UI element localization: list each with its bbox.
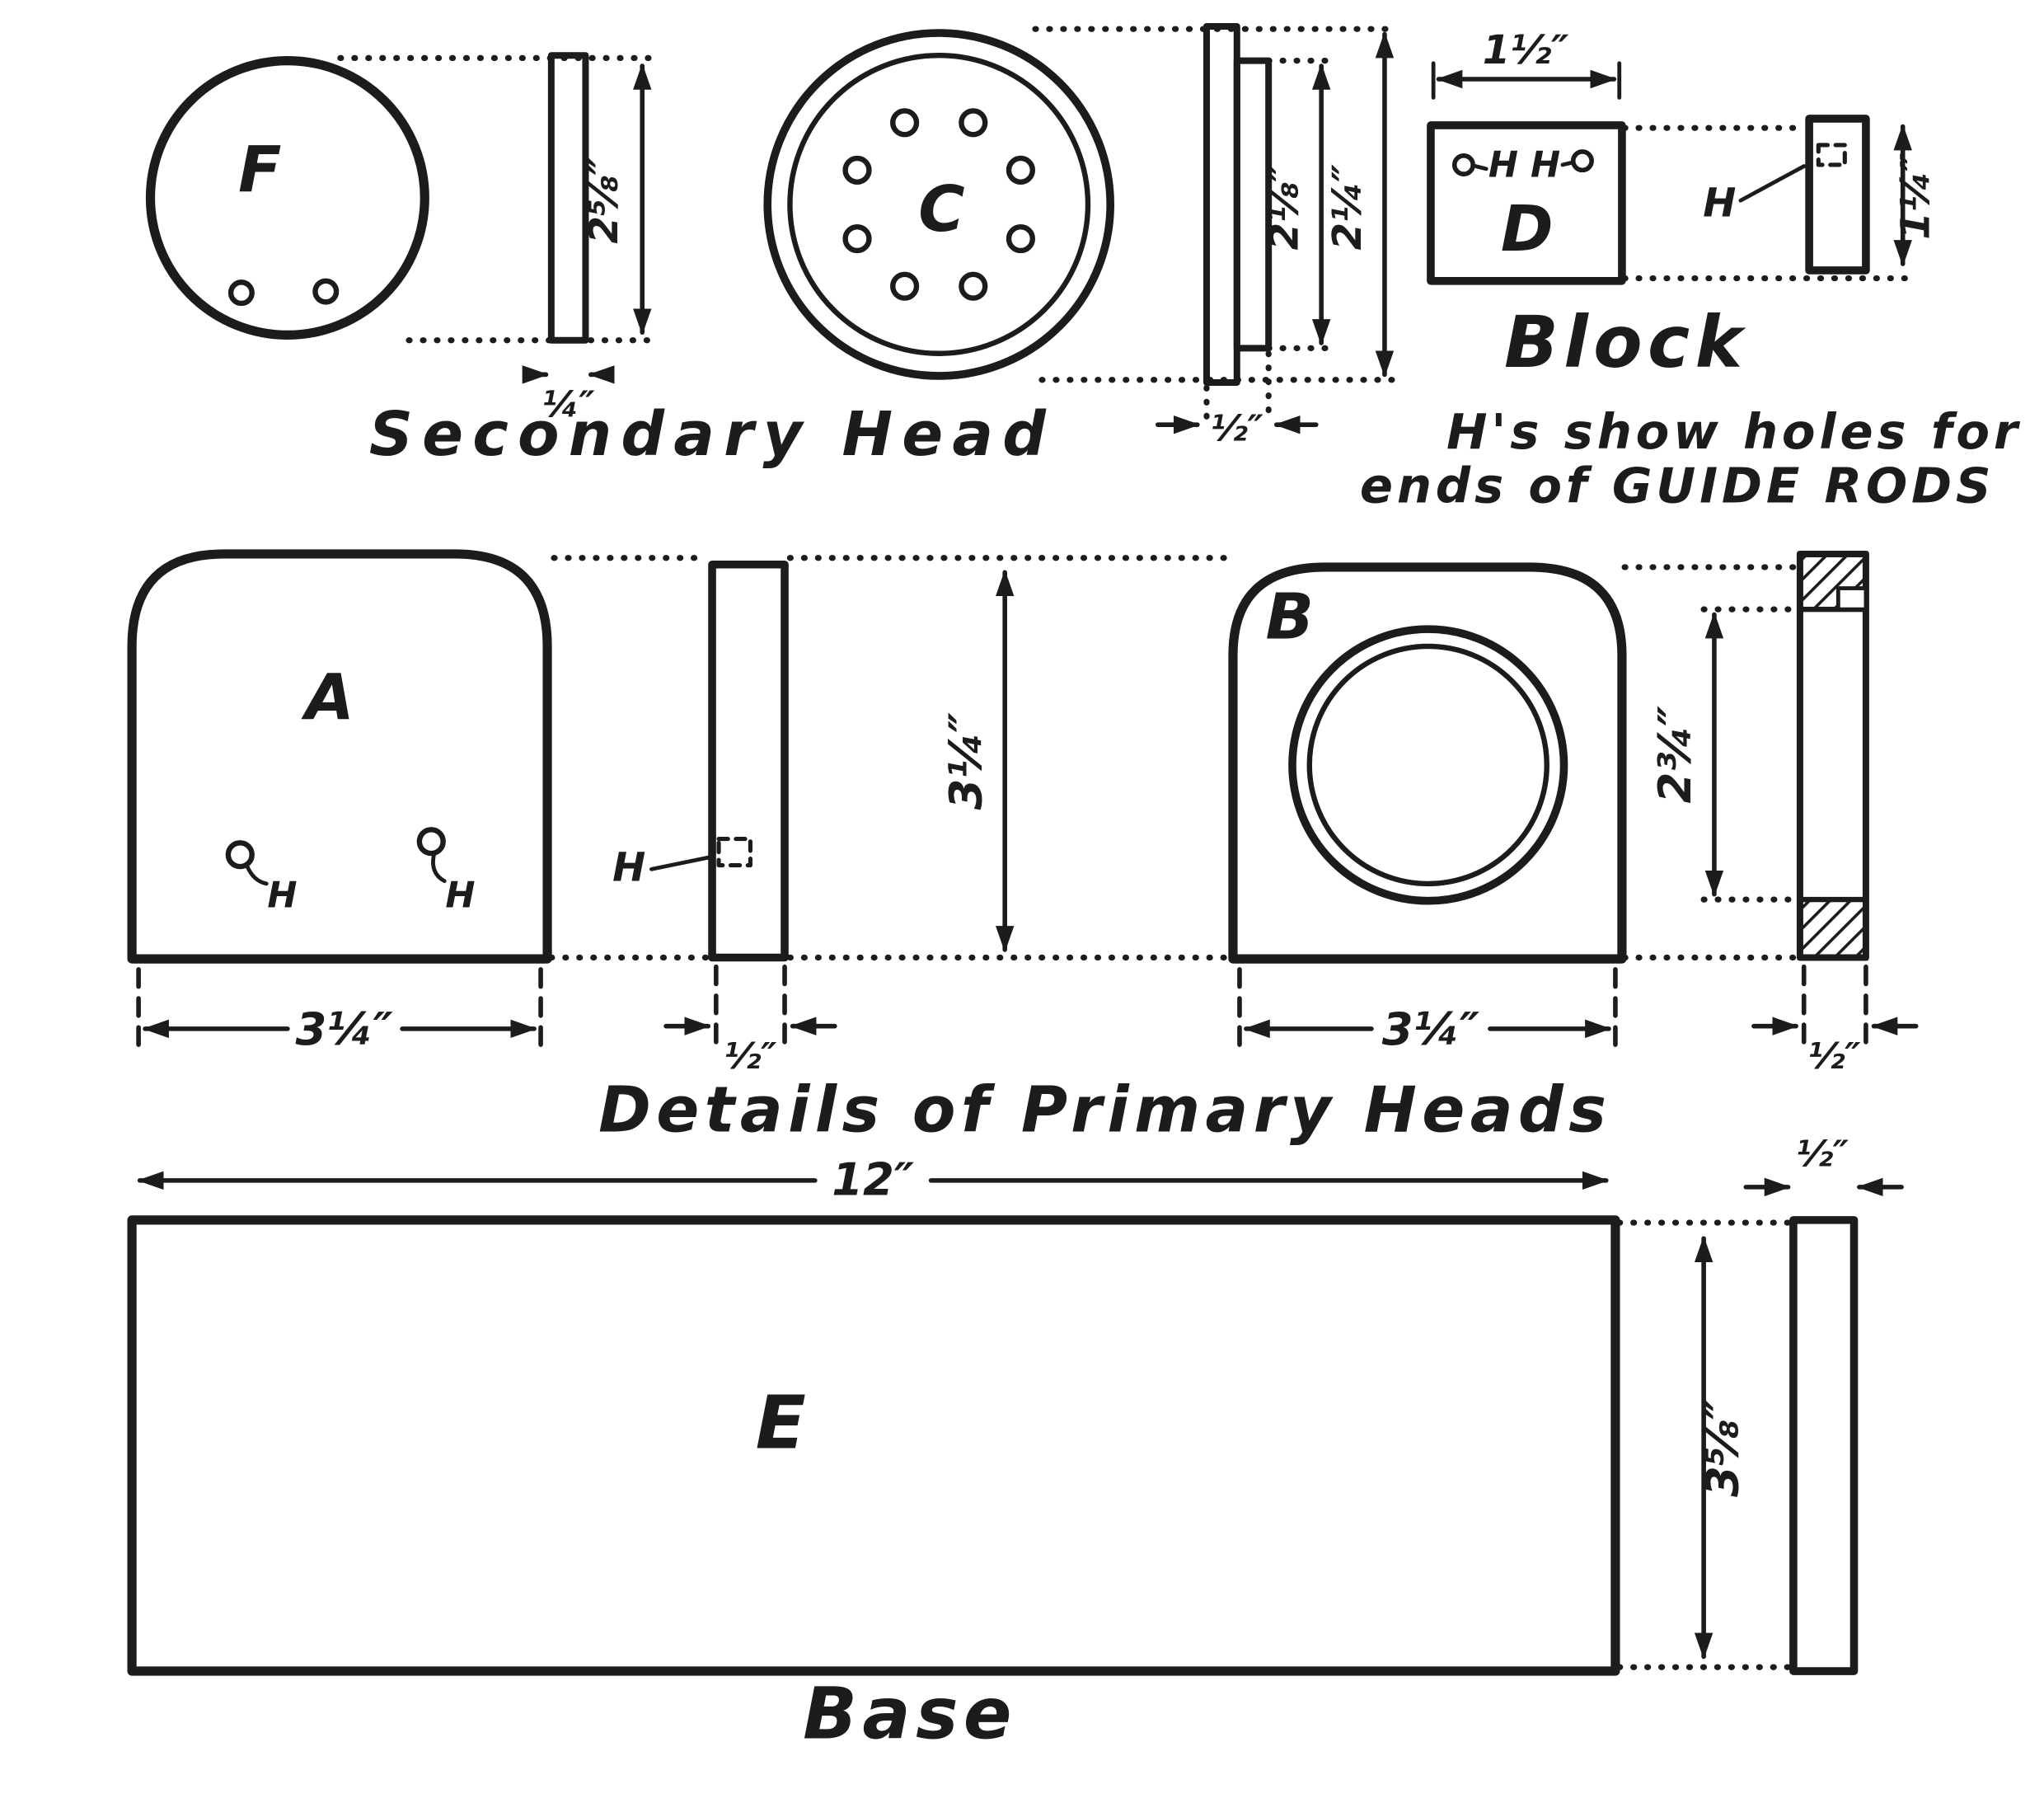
f-side-view: [547, 52, 589, 344]
dim-primary-head-height: 3¼″: [940, 712, 992, 810]
caption-base: Base: [803, 1674, 1017, 1756]
dim-b-width: 3¼″: [1382, 1003, 1479, 1055]
dim-b-side-thickness: ½″: [1808, 1036, 1862, 1078]
b-bore-outer: [1288, 625, 1568, 905]
dim-b-recess-height: 2¾″: [1649, 706, 1701, 803]
dim-a-side-thickness: ½″: [724, 1036, 777, 1078]
hole-label-h: H: [1531, 144, 1560, 185]
secondary-head-group: F 2⅝″ ¼″ Secondary Head: [145, 52, 1055, 470]
c-side-view-plate: [1202, 22, 1240, 386]
dim-d-side-height: 1¼″: [1893, 153, 1939, 240]
primary-head-a-group: A H H 3¼″ H ½″ 3¼″: [127, 549, 1231, 1078]
part-label-a: A: [301, 661, 354, 735]
d-side-hole-hidden: [1816, 143, 1847, 167]
caption-primary-heads: Details of Primary Heads: [598, 1074, 1611, 1148]
d-hole: [1451, 153, 1475, 176]
dim-c-step-height: 2⅛″: [1261, 163, 1307, 250]
c-hole: [842, 155, 872, 185]
part-label-d: D: [1501, 193, 1554, 266]
b-front-view: [1228, 562, 1627, 964]
d-front-view: [1427, 121, 1626, 285]
hole-label-h: H: [267, 876, 297, 917]
a-side-view: [708, 560, 789, 962]
part-label-f: F: [238, 134, 281, 207]
part-label-e: E: [756, 1381, 806, 1467]
c-front-view-outer: [763, 29, 1114, 380]
f-hole: [227, 279, 255, 307]
dim-c-side-thickness: ½″: [1211, 408, 1264, 449]
hole-label-h: H: [1703, 180, 1736, 226]
leader-line: [431, 852, 447, 884]
leader-line: [649, 855, 712, 871]
b-side-hatched-bottom: [1797, 896, 1869, 960]
dim-base-length: 12″: [832, 1153, 914, 1205]
e-side-view: [1789, 1216, 1859, 1675]
guide-rod-note-line1: H's show holes for: [1446, 403, 2022, 460]
block-group: 1½″ H H D H 1¼″ Block H's show holes for…: [1360, 27, 2022, 514]
f-front-view-disc: [145, 55, 429, 340]
c-front-view-inner: [787, 52, 1091, 356]
d-side-view: [1805, 115, 1870, 275]
c-side-view-boss: [1233, 57, 1273, 352]
c-hole: [959, 108, 988, 138]
a-hole: [225, 840, 255, 870]
d-hole: [1570, 149, 1594, 173]
hole-label-h: H: [445, 876, 475, 917]
c-head-group: C 2⅛″ 2¼″ ½″: [763, 22, 1399, 449]
leader-line: [1473, 164, 1488, 171]
c-hole: [842, 223, 872, 254]
base-group: 12″ E ½″ 3⅝″ Base: [127, 1134, 1904, 1756]
hole-label-h: H: [1488, 144, 1518, 185]
dim-base-side-thickness: ½″: [1796, 1134, 1849, 1175]
caption-secondary-head: Secondary Head: [369, 400, 1055, 470]
dim-c-overall-height: 2¼″: [1324, 163, 1371, 250]
part-label-b: B: [1266, 580, 1315, 654]
leader-line: [1738, 164, 1807, 203]
dim-f-side-thickness: ¼″: [542, 385, 596, 426]
f-hole: [312, 278, 340, 305]
dim-base-height: 3⅝″: [1697, 1399, 1749, 1496]
c-hole: [890, 108, 920, 138]
hole-label-h: H: [612, 845, 645, 891]
guide-rod-note-line2: ends of GUIDE RODS: [1360, 458, 1995, 514]
primary-head-b-group: B 3¼″ 2¾″ ½″ Details of Primary Heads: [598, 550, 1919, 1148]
c-hole: [1006, 155, 1035, 185]
c-hole: [959, 271, 988, 301]
c-hole: [890, 271, 920, 301]
caption-block: Block: [1504, 302, 1747, 384]
e-front-view: [127, 1215, 1620, 1676]
part-label-c: C: [918, 173, 964, 247]
a-front-view: [127, 549, 552, 964]
leader-line: [244, 863, 269, 886]
dim-d-width: 1½″: [1483, 27, 1569, 73]
dim-f-side-height: 2⅝″: [581, 157, 627, 243]
b-bore-inner: [1306, 643, 1549, 887]
c-hole: [1006, 223, 1035, 254]
a-hole: [416, 827, 446, 857]
b-side-notch: [1835, 586, 1868, 612]
dim-a-width: 3¼″: [295, 1003, 392, 1055]
a-side-hole-hidden: [716, 836, 752, 868]
